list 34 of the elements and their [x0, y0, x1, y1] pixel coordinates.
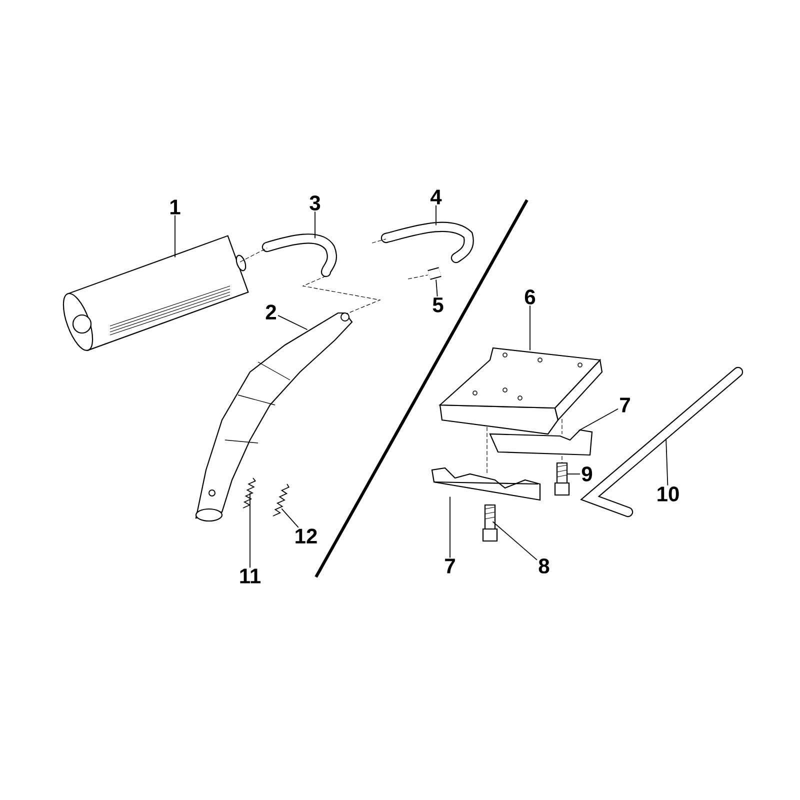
callout-number: 4	[430, 190, 442, 204]
leader-line	[314, 211, 316, 239]
callout-number: 5	[432, 298, 444, 312]
leader-line	[666, 438, 668, 486]
callout-number: 6	[524, 290, 536, 304]
spring-drawing	[272, 484, 290, 516]
bent-pipe-drawing	[380, 222, 474, 264]
bent-pipe-drawing	[262, 234, 338, 278]
leader-line	[174, 214, 176, 258]
clamp-drawing	[431, 467, 541, 501]
leader-line	[492, 521, 538, 560]
callout-number: 12	[296, 528, 317, 544]
bolt-drawing	[482, 504, 498, 542]
assembly-line	[408, 274, 428, 280]
callout-number: 7	[445, 558, 455, 574]
bar-drawing	[580, 366, 744, 518]
spring-drawing	[242, 478, 256, 508]
leader-line	[436, 279, 438, 297]
muffler-drawing	[62, 235, 249, 351]
assembly-line	[486, 426, 488, 474]
leader-line	[578, 408, 618, 432]
clamp-drawing	[489, 429, 593, 456]
callout-number: 8	[538, 558, 550, 574]
callout-number: 2	[266, 304, 276, 320]
callout-number: 11	[240, 568, 261, 584]
callout-number: 1	[170, 200, 180, 214]
bolt-drawing	[554, 462, 570, 496]
sleeve-drawing	[428, 267, 442, 280]
callout-number: 3	[310, 196, 320, 210]
assembly-line	[302, 276, 382, 314]
assembly-line	[372, 238, 386, 244]
leader-line	[278, 314, 308, 330]
assembly-line	[240, 248, 268, 262]
leader-line	[281, 508, 299, 528]
